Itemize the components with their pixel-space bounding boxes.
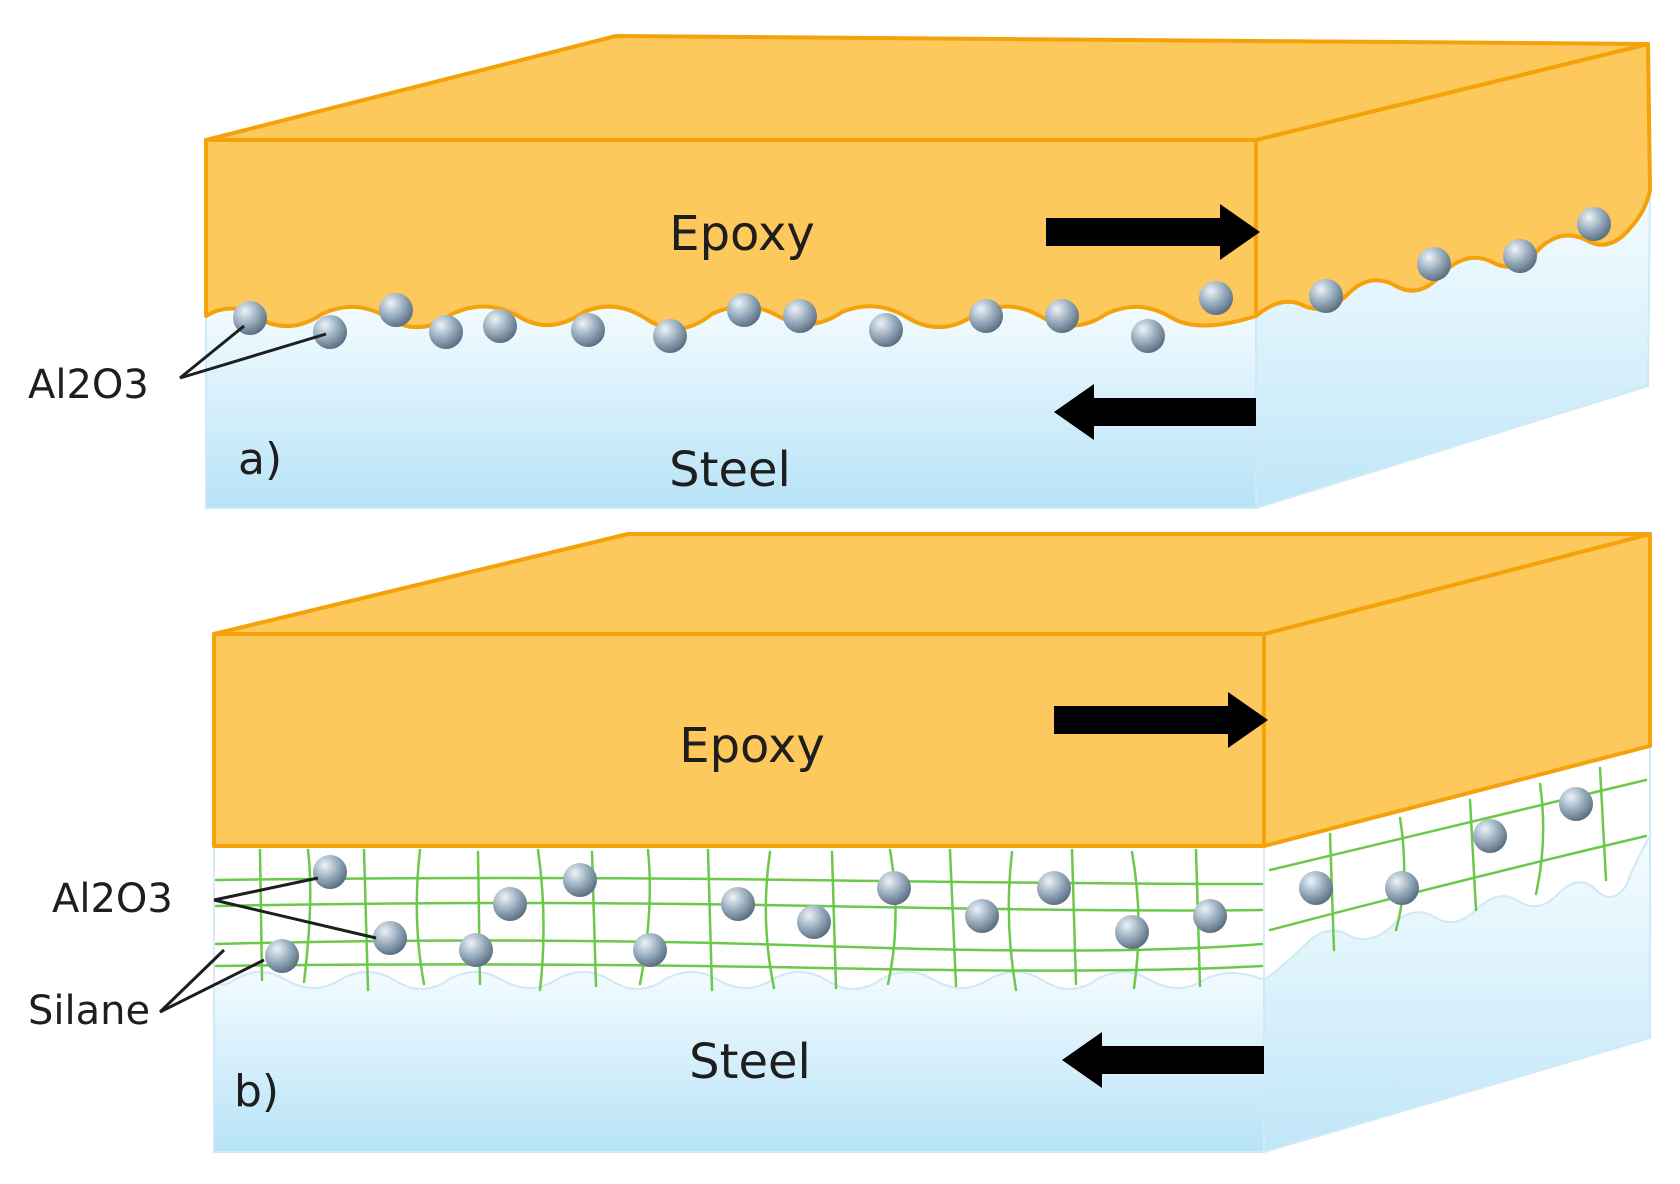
silane-network-b [214,766,1648,992]
sphere-icon [1115,915,1149,949]
sphere-icon [797,905,831,939]
steel-label-b: Steel [689,1034,811,1090]
panel-label-b: b) [234,1066,279,1117]
sphere-icon [727,293,761,327]
sphere-icon [563,863,597,897]
sphere-icon [1037,871,1071,905]
sphere-icon [313,315,347,349]
sphere-icon [653,319,687,353]
sphere-icon [1559,787,1593,821]
steel-label-a: Steel [669,442,791,498]
particle-leader-lines-a [179,324,327,380]
sphere-icon [721,887,755,921]
sphere-icon [965,899,999,933]
epoxy-label-a: Epoxy [669,206,815,262]
particles-b [265,787,1593,973]
sphere-icon [1299,871,1333,905]
sphere-icon [1045,299,1079,333]
sphere-icon [313,855,347,889]
sphere-icon [373,921,407,955]
epoxy-front-a [204,138,1258,331]
sphere-icon [265,939,299,973]
steel-block-b [213,971,1265,1153]
arrow-right-icon [1054,692,1268,748]
sphere-icon [483,309,517,343]
sphere-icon [1577,207,1611,241]
sphere-icon [877,871,911,905]
sphere-icon [429,315,463,349]
sphere-icon [1131,319,1165,353]
sphere-icon [1199,281,1233,315]
particles-a [233,207,1611,353]
sphere-icon [1385,871,1419,905]
steel-side-b [1263,832,1651,1154]
arrow-left-icon [1062,1032,1264,1088]
sphere-icon [493,887,527,921]
sphere-icon [459,933,493,967]
sphere-icon [1503,239,1537,273]
silane-label-b: Silane [28,988,150,1034]
sphere-icon [1193,899,1227,933]
leader-lines-b [158,876,377,1014]
sphere-icon [869,313,903,347]
panel-a: Epoxy Steel a) Al2O3 [28,34,1652,510]
panel-label-a: a) [238,434,282,485]
sphere-icon [1417,247,1451,281]
sphere-icon [571,313,605,347]
sphere-icon [783,299,817,333]
sphere-icon [969,299,1003,333]
particle-label-a: Al2O3 [28,362,149,408]
sphere-icon [379,293,413,327]
sphere-icon [1309,279,1343,313]
sphere-icon [633,933,667,967]
panel-b: Epoxy Steel b) Al2O3 Silane [28,532,1652,1154]
arrow-left-icon [1054,384,1256,440]
sphere-icon [1473,819,1507,853]
epoxy-label-b: Epoxy [679,718,825,774]
epoxy-front-b [212,632,1266,848]
arrow-right-icon [1046,204,1260,260]
particle-label-b: Al2O3 [52,876,173,922]
